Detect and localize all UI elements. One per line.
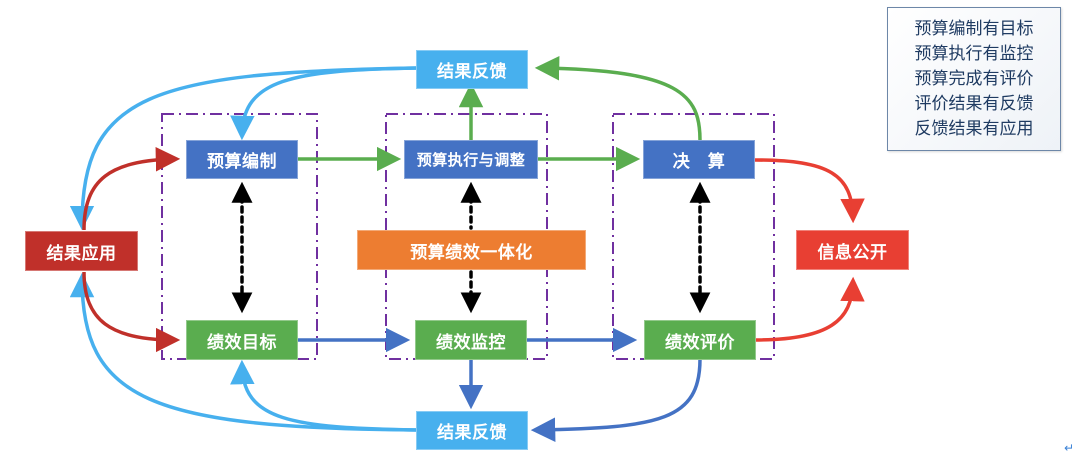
node-integration: 预算绩效一体化: [357, 230, 586, 270]
principles-legend: 预算编制有目标 预算执行有监控 预算完成有评价 评价结果有反馈 反馈结果有应用: [887, 7, 1061, 151]
legend-line: 预算完成有评价: [914, 68, 1034, 89]
node-final-accounts: 决 算: [643, 140, 755, 179]
arrow-feedback-bottom-to-target: [230, 359, 419, 432]
arrow-final-to-feedback-top: [534, 56, 702, 141]
group-box-budget-compile: [161, 113, 318, 360]
arrow-evaluate-to-feedback-bottom: [530, 358, 702, 442]
arrow-feedback-top-to-compile: [230, 66, 419, 141]
node-info-disclosure: 信息公开: [796, 230, 909, 270]
arrow-evaluate-to-disclosure: [754, 276, 865, 342]
arrow-apply-to-target: [82, 271, 181, 353]
node-budget-execute: 预算执行与调整: [404, 140, 538, 179]
legend-line: 评价结果有反馈: [914, 93, 1034, 114]
legend-line: 预算编制有目标: [914, 18, 1034, 39]
arrow-apply-to-compile: [82, 147, 181, 231]
arrow-feedback-bottom-to-apply: [69, 272, 419, 432]
arrow-feedback-top-to-apply: [69, 66, 419, 231]
node-feedback-bottom: 结果反馈: [416, 411, 528, 450]
paragraph-mark-icon: ↵: [1064, 441, 1075, 455]
node-perf-monitor: 绩效监控: [415, 320, 527, 360]
node-budget-compile: 预算编制: [186, 140, 298, 179]
node-perf-evaluate: 绩效评价: [644, 320, 756, 360]
legend-line: 预算执行有监控: [914, 43, 1034, 64]
node-perf-target: 绩效目标: [186, 320, 298, 360]
arrow-final-to-disclosure: [754, 158, 865, 224]
node-feedback-top: 结果反馈: [416, 50, 528, 89]
legend-line: 反馈结果有应用: [914, 118, 1034, 139]
node-result-apply: 结果应用: [25, 231, 138, 271]
